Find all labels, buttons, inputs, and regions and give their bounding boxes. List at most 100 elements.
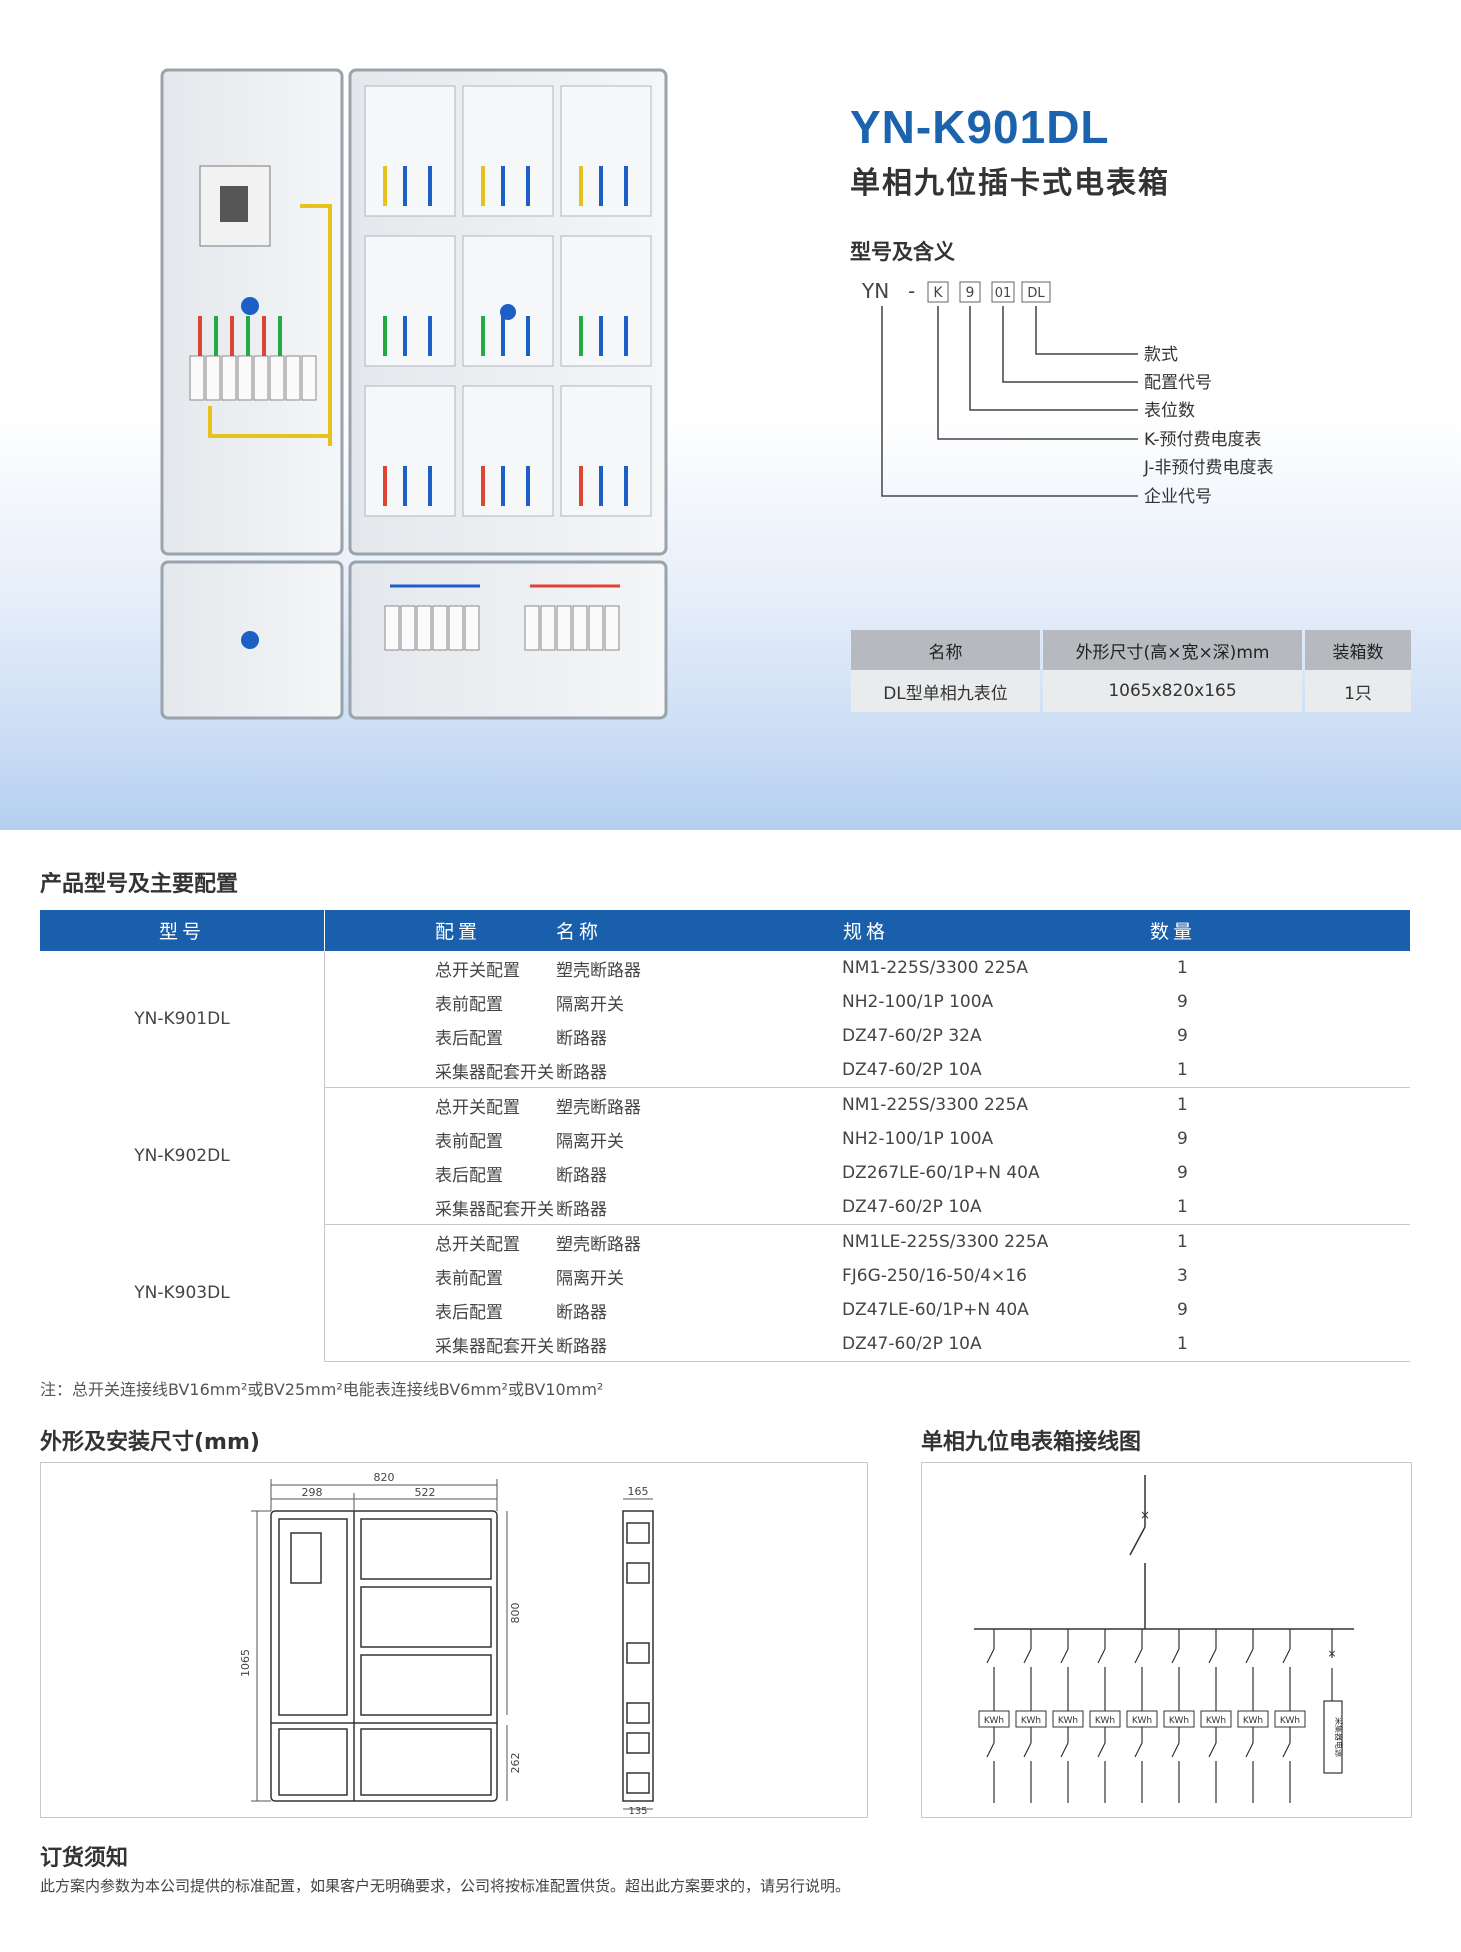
kwh-label: KWh [1058,1716,1078,1726]
dim-depth-bottom: 135 [628,1806,647,1817]
code-dash: - [908,279,915,303]
row-config: 表前配置 [435,1268,503,1289]
row-config: 总开关配置 [435,1097,520,1118]
row-qty: 1 [1149,1190,1410,1225]
wiring-heading: 单相九位电表箱接线图 [921,1430,1142,1455]
row-spec: DZ267LE-60/1P+N 40A [842,1163,1040,1183]
code-label-style: 款式 [1144,345,1178,365]
spec-cell-qty: 1只 [1305,670,1411,712]
kwh-label: KWh [1206,1716,1226,1726]
row-qty: 1 [1177,1095,1188,1115]
row-spec: NM1LE-225S/3300 225A [842,1232,1049,1252]
row-spec: DZ47-60/2P 32A [842,1026,982,1046]
code-label-prepaid: K-预付费电度表 [1144,430,1262,450]
row-config: 表后配置 [435,1302,503,1323]
spec-cell-name: DL型单相九表位 [851,670,1040,712]
dim-height-lower: 262 [509,1753,522,1774]
row-name: 断路器 [556,1190,842,1225]
row-spec: NM1-225S/3300 225A [842,958,1029,978]
row-qty: 9 [1177,1163,1188,1183]
meter-feeder: KWh [1274,1629,1306,1803]
dimensions-box: 820 298 522 1065 800 262 165 135 [40,1462,868,1818]
kwh-label: KWh [1021,1716,1041,1726]
row-config: 总开关配置 [435,960,520,981]
model-cell: YN-K902DL [40,1087,325,1225]
code-box-01: 01 [995,286,1012,301]
meter-feeder: KWh [1237,1629,1269,1803]
row-name: 断路器 [556,1028,607,1049]
spec-table: 名称 外形尺寸(高×宽×深)mm 装箱数 DL型单相九表位 1065x820x1… [848,630,1414,712]
row-name: 断路器 [556,1302,607,1323]
config-header-spec: 规格 [842,910,1149,951]
config-note: 注：总开关连接线BV16mm²或BV25mm²电能表连接线BV6mm²或BV10… [40,1380,604,1399]
config-header-name: 名称 [556,910,842,951]
row-qty: 9 [1177,1026,1188,1046]
row-qty: 1 [1177,1232,1188,1252]
row-qty: 1 [1149,1053,1410,1088]
meter-feeder: KWh [1163,1629,1195,1803]
row-name: 塑壳断路器 [556,1097,641,1118]
meter-feeder: KWh [1126,1629,1158,1803]
kwh-label: KWh [1169,1716,1189,1726]
row-spec: FJ6G-250/16-50/4×16 [842,1266,1027,1286]
code-label-company: 企业代号 [1144,487,1212,507]
product-subtitle: 单相九位插卡式电表箱 [850,166,1170,201]
kwh-label: KWh [1095,1716,1115,1726]
row-name: 断路器 [556,1165,607,1186]
dim-width-total: 820 [374,1471,395,1484]
spec-header-size: 外形尺寸(高×宽×深)mm [1043,630,1302,670]
kwh-label: KWh [1243,1716,1263,1726]
row-qty: 9 [1177,1300,1188,1320]
row-config: 总开关配置 [435,1234,520,1255]
product-photo [160,68,668,720]
svg-text:×: × [1140,1508,1150,1522]
config-header-model: 型号 [40,910,325,951]
row-qty: 3 [1177,1266,1188,1286]
row-config: 采集器配套开关 [324,1053,556,1088]
model-code-diagram: YN - K 9 01 DL 款式 配置代号 表位数 K-预付费电度表 J-非预… [861,279,1274,507]
collector-label: 采集器电源 [1334,1717,1344,1757]
row-config: 表前配置 [435,994,503,1015]
config-heading: 产品型号及主要配置 [40,872,239,897]
row-qty: 1 [1177,958,1188,978]
kwh-label: KWh [1132,1716,1152,1726]
dim-depth: 165 [628,1485,649,1498]
dim-width-right: 522 [415,1486,436,1499]
meter-feeder: KWh [1015,1629,1047,1803]
row-config: 表前配置 [435,1131,503,1152]
dim-width-left: 298 [302,1486,323,1499]
row-name: 隔离开关 [556,1268,624,1289]
row-qty: 9 [1177,992,1188,1012]
meaning-heading: 型号及含义 [850,240,955,264]
meter-feeder: KWh [1200,1629,1232,1803]
row-name: 隔离开关 [556,1131,624,1152]
kwh-label: KWh [984,1716,1004,1726]
meter-feeder: KWh [1089,1629,1121,1803]
row-spec: DZ47-60/2P 10A [842,1053,1149,1088]
row-name: 隔离开关 [556,994,624,1015]
product-title: YN-K901DL [850,101,1110,153]
dim-height-upper: 800 [509,1603,522,1624]
order-text: 此方案内参数为本公司提供的标准配置，如果客户无明确要求，公司将按标准配置供货。超… [40,1877,851,1895]
row-name: 塑壳断路器 [556,1234,641,1255]
spec-header-qty: 装箱数 [1305,630,1411,670]
dim-height-total: 1065 [239,1649,252,1677]
code-prefix: YN [861,279,889,303]
meter-feeder: KWh [978,1629,1010,1803]
spec-header-name: 名称 [851,630,1040,670]
code-label-config: 配置代号 [1144,373,1212,393]
dimensions-heading: 外形及安装尺寸(mm) [40,1430,260,1455]
code-box-k: K [933,285,943,301]
row-name: 塑壳断路器 [556,960,641,981]
code-box-9: 9 [966,285,975,301]
model-cell: YN-K903DL [40,1224,325,1362]
config-header-qty: 数量 [1149,910,1410,951]
order-heading: 订货须知 [40,1846,129,1871]
row-config: 表后配置 [435,1165,503,1186]
code-label-nonprepaid: J-非预付费电度表 [1143,458,1274,478]
meter-feeder: KWh [1052,1629,1084,1803]
row-name: 断路器 [556,1053,842,1088]
row-qty: 1 [1149,1327,1410,1362]
